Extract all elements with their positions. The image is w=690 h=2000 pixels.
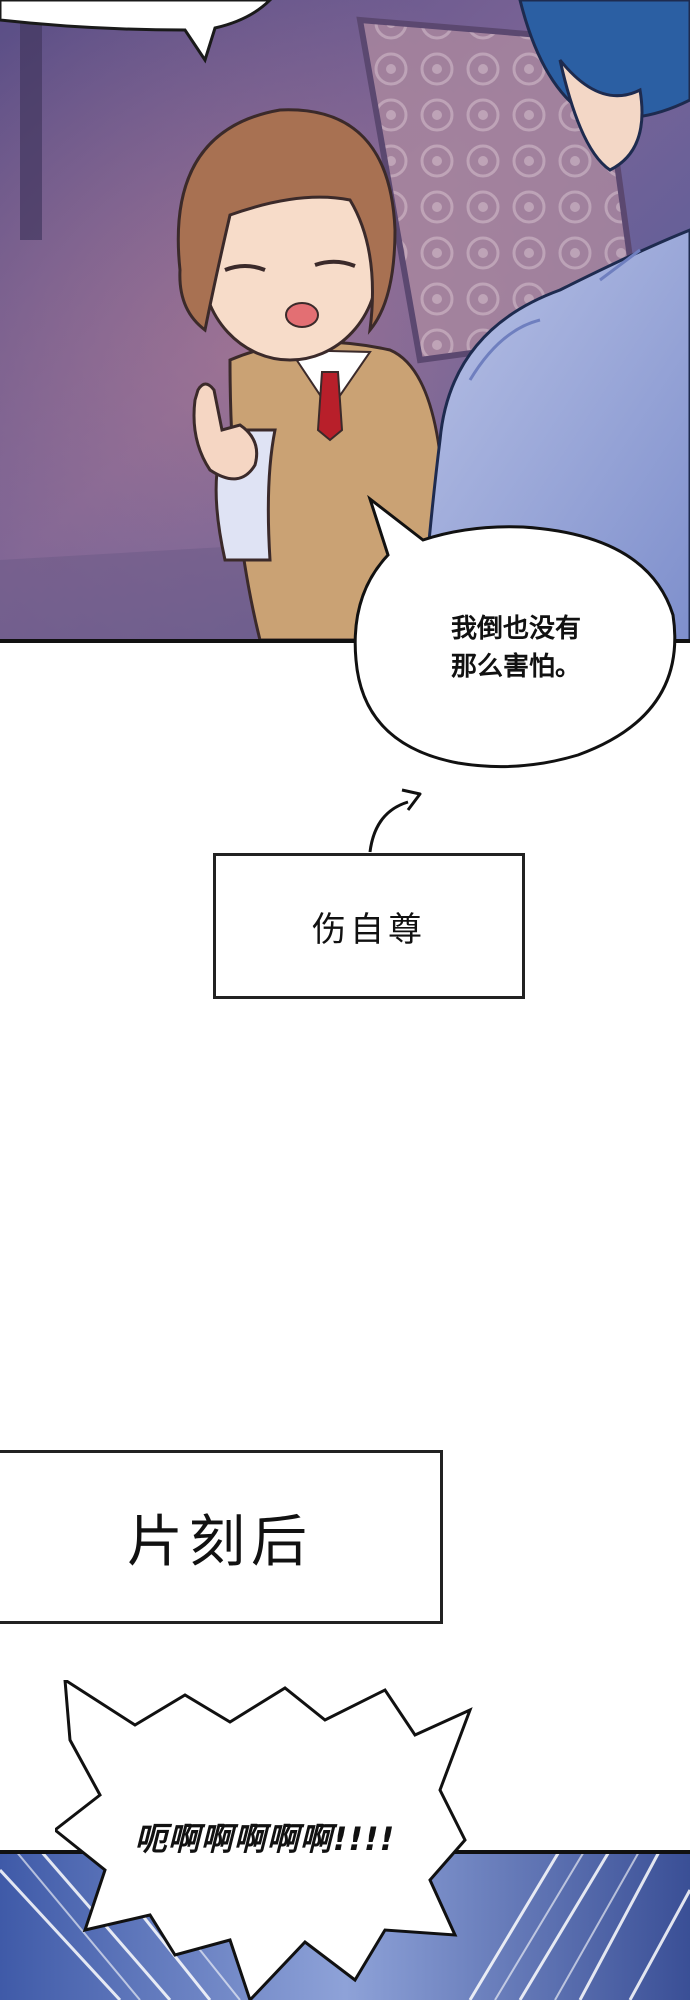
- shout-text: 呃啊啊啊啊啊!!!!: [134, 1820, 396, 1858]
- shout-bubble: 呃啊啊啊啊啊!!!!: [55, 1680, 475, 2000]
- annotation-text: 伤自尊: [312, 909, 426, 950]
- speech-bubble: 我倒也没有 那么害怕。: [348, 495, 684, 775]
- arrow-icon: [360, 782, 430, 854]
- caption-text: 片刻后: [127, 1509, 313, 1575]
- annotation-box: 伤自尊: [213, 853, 525, 999]
- speech-bubble-shape: [353, 495, 677, 769]
- caption-box: 片刻后: [0, 1450, 443, 1624]
- panel-border: [0, 639, 690, 643]
- speech-line-1: 我倒也没有: [450, 614, 581, 644]
- speech-line-2: 那么害怕。: [450, 652, 581, 682]
- shout-bubble-shape: [55, 1680, 473, 2000]
